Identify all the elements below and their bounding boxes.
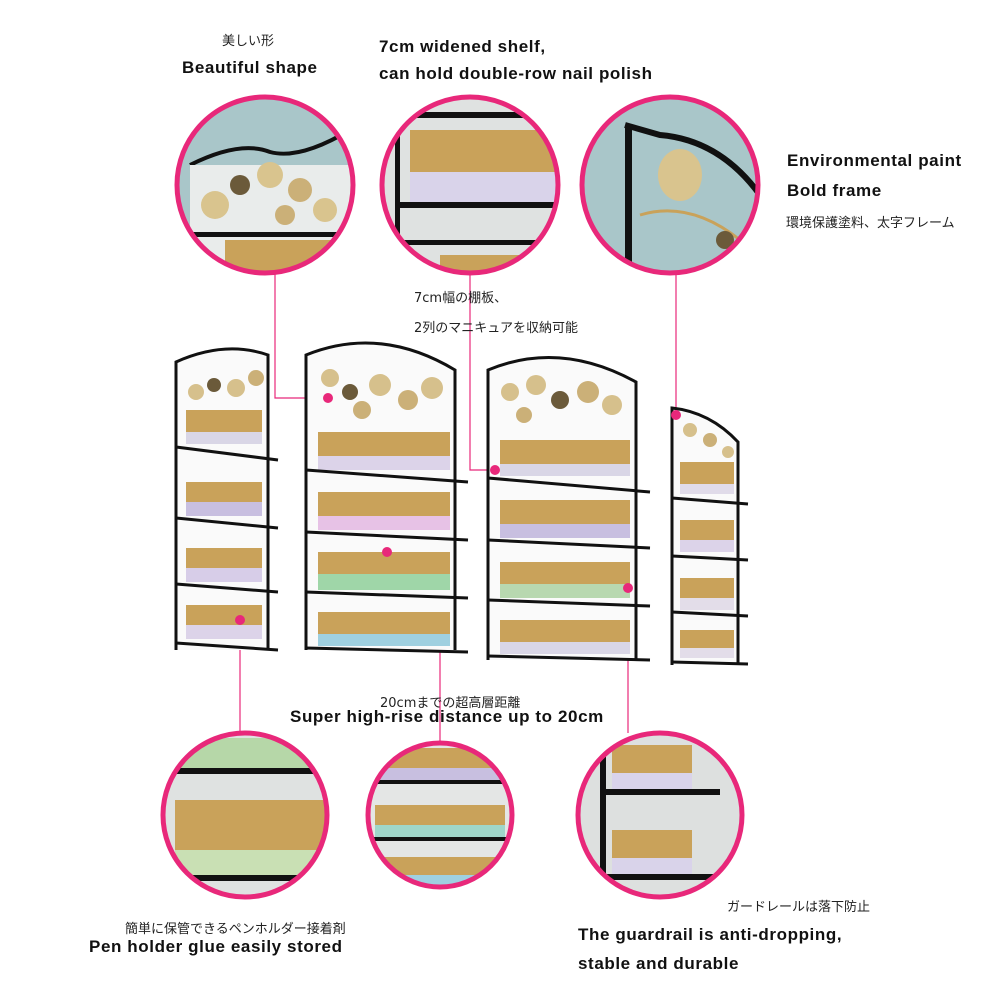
pen-holder-jp: 簡単に保管できるペンホルダー接着剤 <box>125 922 346 937</box>
shelf-4-bottles <box>680 462 734 658</box>
widened-shelf-jp-line1: 7cm幅の棚板、 <box>414 291 508 306</box>
shelf-1-ornament <box>188 370 264 400</box>
shelf-unit-4 <box>670 406 749 666</box>
zoom-circle-widened-shelf <box>379 94 561 276</box>
shelf-1-bottles <box>186 410 262 639</box>
beautiful-shape-jp: 美しい形 <box>222 34 275 49</box>
guardrail-jp: ガードレールは落下防止 <box>727 900 871 915</box>
widened-shelf-en-line2: can hold double-row nail polish <box>379 64 653 83</box>
high-rise-en: Super high-rise distance up to 20cm <box>290 707 604 726</box>
guardrail-en-line2: stable and durable <box>578 954 740 973</box>
shelf-2-rails <box>305 468 469 654</box>
shelf-2-bottles <box>318 432 450 646</box>
bold-frame-en: Bold frame <box>787 181 882 200</box>
zoom-circle-beautiful-shape <box>174 94 356 276</box>
zoom-circle-pen-holder <box>160 730 330 900</box>
guardrail-en-line1: The guardrail is anti-dropping, <box>578 925 843 944</box>
shelf-3-bottles <box>500 440 630 654</box>
shelf-4-rails <box>671 496 749 666</box>
widened-shelf-en-line1: 7cm widened shelf, <box>379 37 546 56</box>
shelf-unit-2 <box>304 341 469 654</box>
shelf-1-rails <box>175 445 279 652</box>
callout-dots <box>235 393 681 625</box>
environmental-paint-jp: 環境保護塗料、太字フレーム <box>786 216 955 231</box>
pen-holder-en: Pen holder glue easily stored <box>89 937 343 956</box>
shelf-2-ornament <box>321 369 443 419</box>
zoom-circle-high-rise <box>365 740 515 890</box>
zoom-circle-bold-frame <box>579 94 761 276</box>
shelf-4-ornament <box>683 423 734 458</box>
shelf-3-ornament <box>501 375 622 423</box>
shelf-unit-1 <box>174 347 279 652</box>
widened-shelf-jp-line2: 2列のマニキュアを収納可能 <box>414 321 579 336</box>
high-rise-jp: 20cmまでの超高層距離 <box>380 696 521 711</box>
shelf-unit-3 <box>486 356 651 662</box>
environmental-paint-en: Environmental paint <box>787 151 962 170</box>
shelf-3-rails <box>487 476 651 662</box>
beautiful-shape-en: Beautiful shape <box>182 58 318 77</box>
zoom-circle-guardrail <box>575 730 745 900</box>
